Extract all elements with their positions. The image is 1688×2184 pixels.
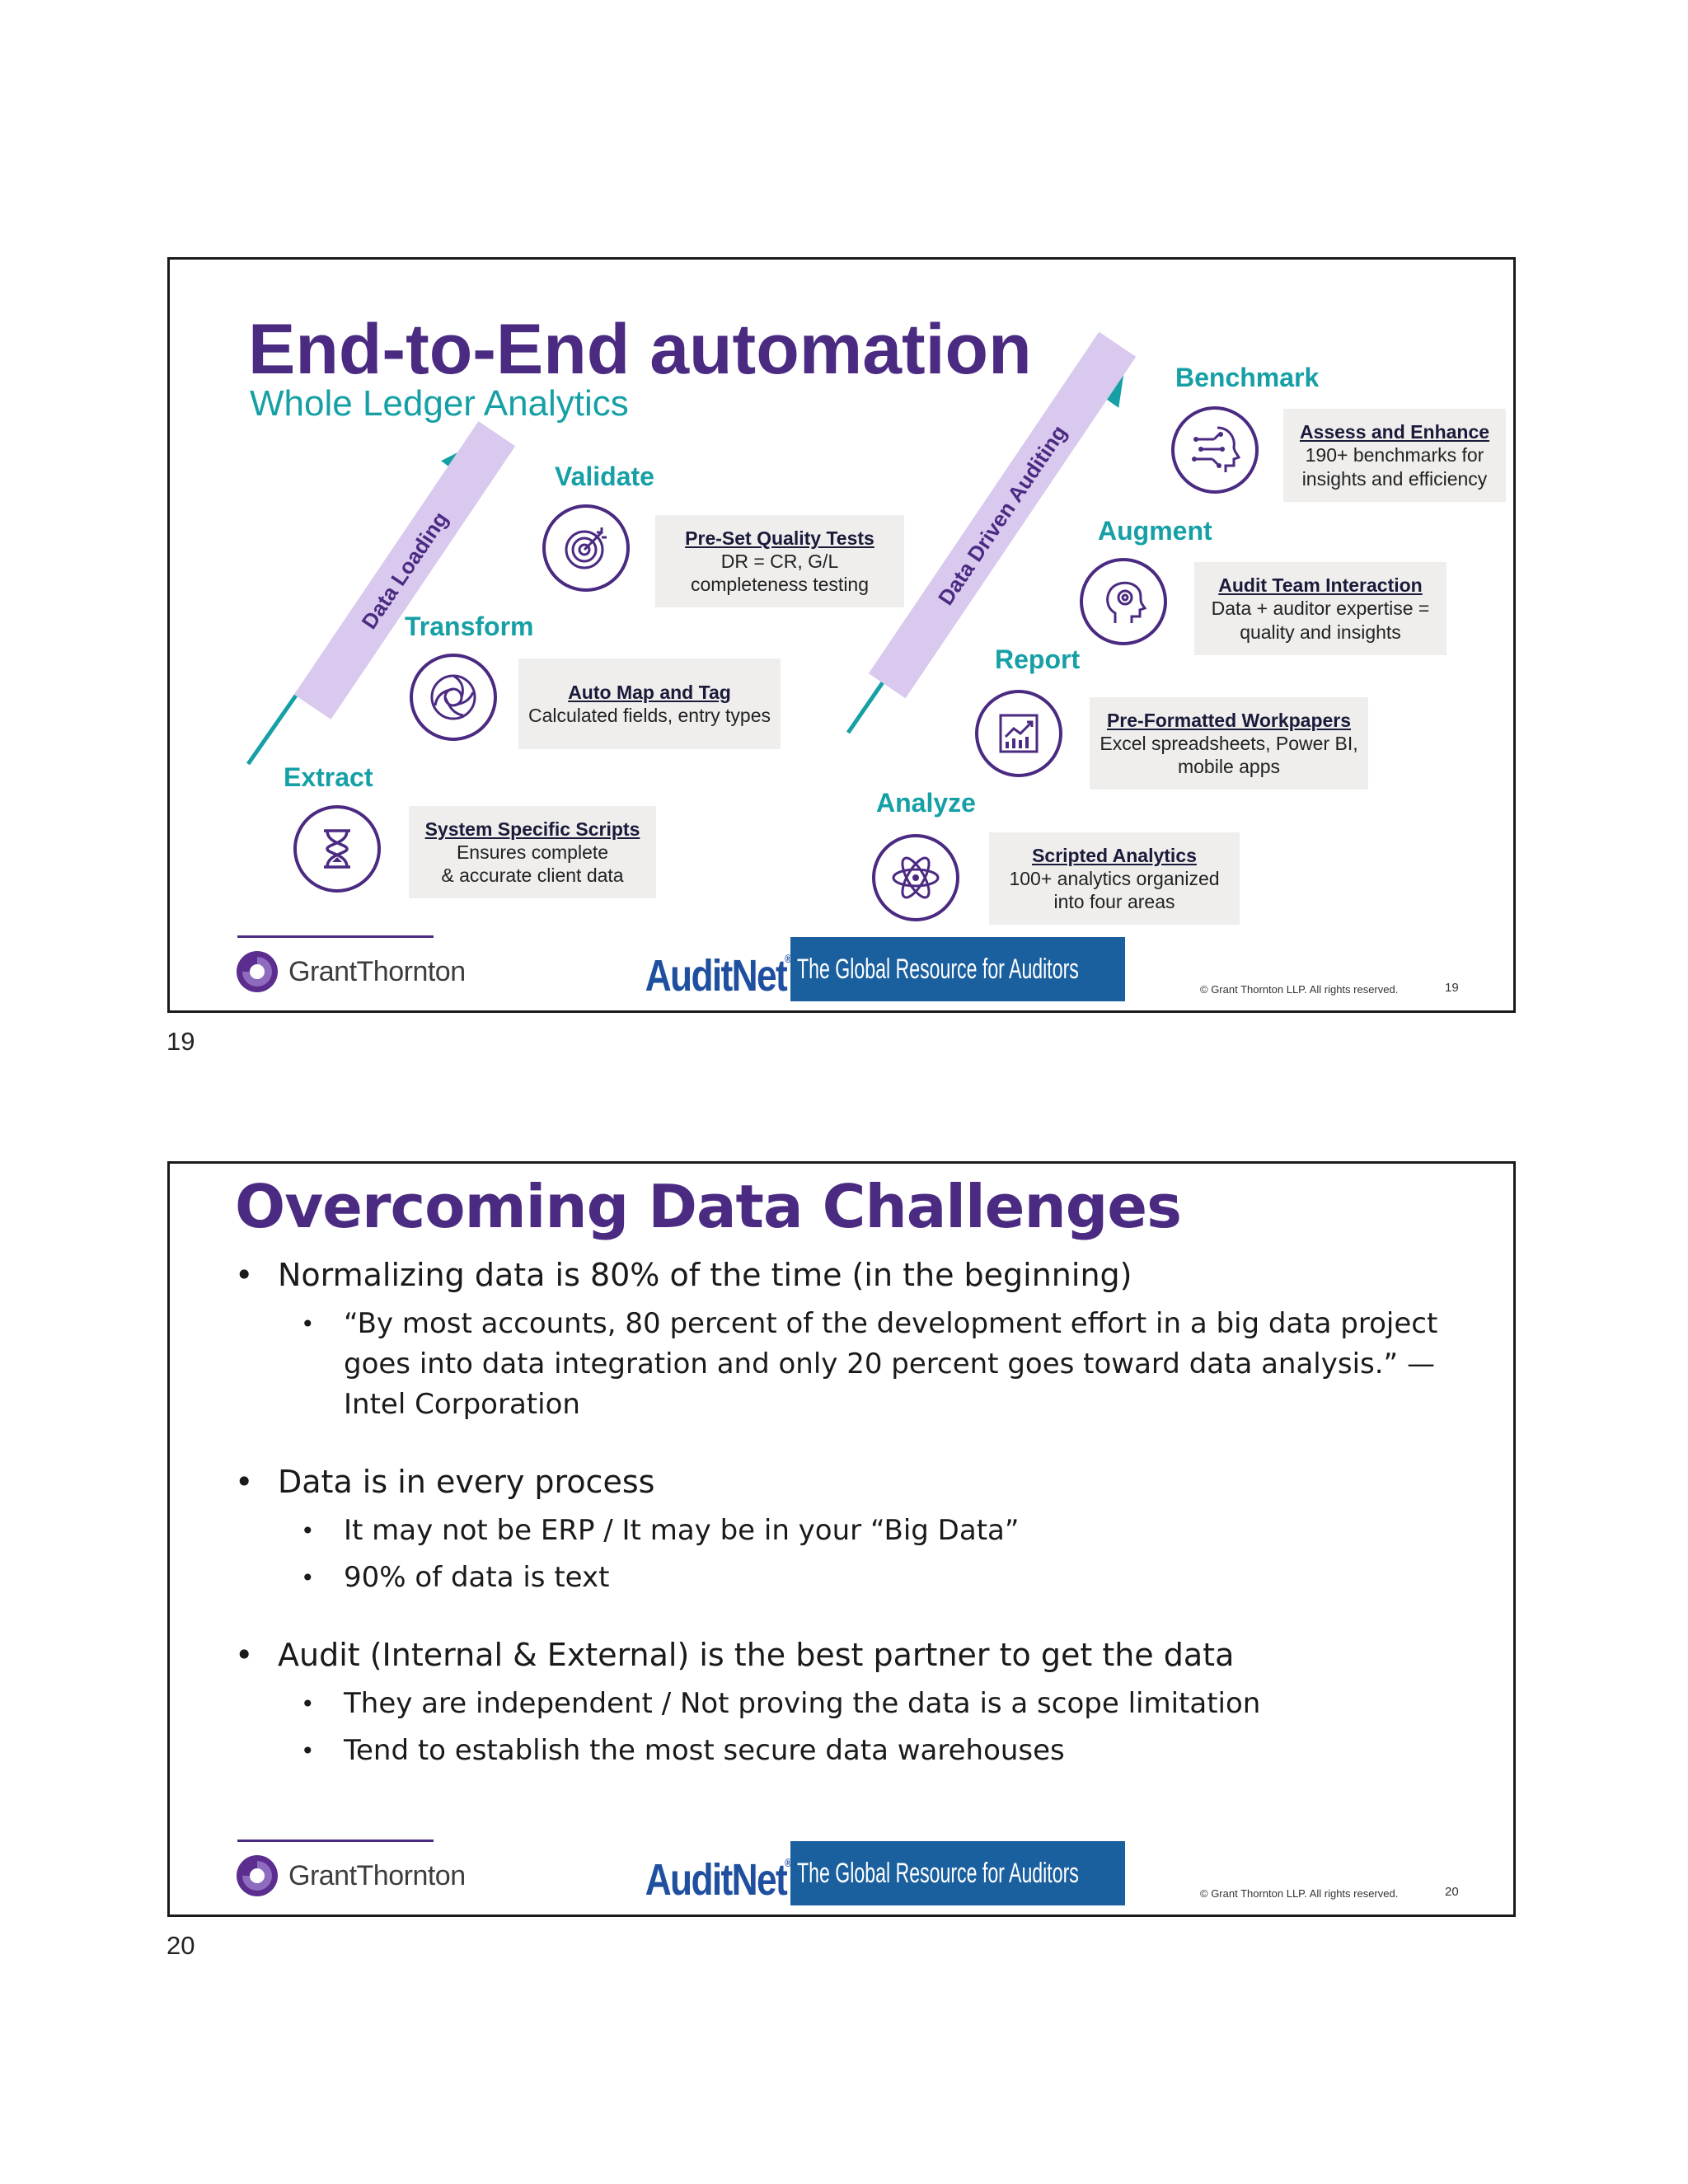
arrow-left-lower xyxy=(246,691,300,766)
head-gear-icon xyxy=(1080,558,1167,645)
stage-label-extract: Extract xyxy=(284,762,373,792)
box-line: Excel spreadsheets, Power BI, xyxy=(1100,732,1358,754)
box-line: quality and insights xyxy=(1240,621,1401,643)
auditnet-logo: AuditNet® The Global Resource for Audito… xyxy=(613,1841,1125,1905)
slide-number: 20 xyxy=(1445,1885,1459,1899)
info-box-benchmark: Assess and Enhance 190+ benchmarks for i… xyxy=(1283,409,1506,502)
auditnet-tagline: The Global Resource for Auditors xyxy=(790,1841,1125,1905)
stage-label-report: Report xyxy=(995,644,1081,674)
bullet-sub: Tend to establish the most secure data w… xyxy=(235,1731,1471,1771)
info-box-validate: Pre-Set Quality Tests DR = CR, G/L compl… xyxy=(655,515,904,607)
auditnet-wordmark: AuditNet® xyxy=(645,937,792,1001)
stage-label-transform: Transform xyxy=(405,612,534,641)
box-line: insights and efficiency xyxy=(1301,467,1488,490)
box-line: Data + auditor expertise = xyxy=(1211,598,1430,620)
auditnet-logo: AuditNet® The Global Resource for Audito… xyxy=(613,937,1125,1001)
box-line: mobile apps xyxy=(1177,756,1281,778)
info-box-extract: System Specific Scripts Ensures complete… xyxy=(409,806,656,898)
slide-19: End-to-End automation Whole Ledger Analy… xyxy=(167,257,1516,1013)
box-line: 190+ benchmarks for xyxy=(1305,444,1484,466)
stage-label-augment: Augment xyxy=(1098,516,1212,546)
bullet-list: Normalizing data is 80% of the time (in … xyxy=(235,1254,1471,1771)
bullet-sub: “By most accounts, 80 percent of the dev… xyxy=(235,1304,1471,1425)
hourglass-icon xyxy=(293,805,381,893)
target-icon xyxy=(542,504,630,592)
footer-rule xyxy=(237,1840,434,1842)
slide-20: Overcoming Data Challenges Normalizing d… xyxy=(167,1161,1516,1917)
info-box-transform: Auto Map and Tag Calculated fields, entr… xyxy=(518,658,781,749)
bullet-main: Audit (Internal & External) is the best … xyxy=(235,1634,1471,1675)
bullet-sub: They are independent / Not proving the d… xyxy=(235,1684,1471,1724)
box-line: Calculated fields, entry types xyxy=(528,705,771,726)
auditnet-tagline-text: The Global Resource for Auditors xyxy=(796,953,1079,985)
grant-thornton-logo-text: GrantThornton xyxy=(288,955,466,987)
stage-label-validate: Validate xyxy=(555,462,654,491)
auditnet-registered-mark: ® xyxy=(785,1856,792,1869)
box-title: Assess and Enhance xyxy=(1299,421,1490,443)
bullet-main: Data is in every process xyxy=(235,1461,1471,1502)
grant-thornton-logo: GrantThornton xyxy=(236,1854,466,1897)
box-title: Pre-Set Quality Tests xyxy=(685,527,874,549)
chart-icon xyxy=(975,690,1062,777)
auditnet-word: AuditNet xyxy=(645,1855,788,1905)
copyright: © Grant Thornton LLP. All rights reserve… xyxy=(1200,983,1399,996)
box-title: Audit Team Interaction xyxy=(1218,574,1423,597)
stage-label-benchmark: Benchmark xyxy=(1175,363,1320,392)
box-line: into four areas xyxy=(1053,891,1175,913)
auditnet-tagline-text: The Global Resource for Auditors xyxy=(796,1857,1079,1889)
slide-number: 19 xyxy=(1445,981,1459,995)
grant-thornton-mark-icon xyxy=(237,1855,278,1896)
info-box-augment: Audit Team Interaction Data + auditor ex… xyxy=(1194,562,1447,655)
slide-title: Overcoming Data Challenges xyxy=(235,1172,1182,1241)
auditnet-wordmark: AuditNet® xyxy=(645,1841,792,1905)
page-number: 20 xyxy=(166,1931,195,1960)
copyright: © Grant Thornton LLP. All rights reserve… xyxy=(1200,1887,1399,1900)
auditnet-tagline: The Global Resource for Auditors xyxy=(790,937,1125,1001)
bullet-main: Normalizing data is 80% of the time (in … xyxy=(235,1254,1471,1296)
box-title: System Specific Scripts xyxy=(424,818,640,840)
footer-rule xyxy=(237,935,434,938)
stage-label-analyze: Analyze xyxy=(876,788,976,818)
bullet-sub: It may not be ERP / It may be in your “B… xyxy=(235,1511,1471,1551)
box-line: completeness testing xyxy=(690,574,870,596)
box-line: DR = CR, G/L xyxy=(720,550,839,572)
head-circuit-icon xyxy=(1171,406,1259,494)
info-box-report: Pre-Formatted Workpapers Excel spreadshe… xyxy=(1090,697,1368,790)
aperture-icon xyxy=(410,654,497,741)
box-line: Ensures complete xyxy=(456,841,609,863)
box-line: & accurate client data xyxy=(441,865,624,887)
box-title: Scripted Analytics xyxy=(1032,844,1197,866)
bullet-sub: 90% of data is text xyxy=(235,1558,1471,1598)
box-title: Auto Map and Tag xyxy=(568,681,731,703)
slide-title: End-to-End automation xyxy=(248,310,1032,389)
auditnet-registered-mark: ® xyxy=(785,952,792,965)
grant-thornton-logo-text: GrantThornton xyxy=(288,1859,466,1891)
info-box-analyze: Scripted Analytics 100+ analytics organi… xyxy=(989,832,1240,925)
box-title: Pre-Formatted Workpapers xyxy=(1106,709,1352,731)
atom-icon xyxy=(872,834,959,921)
grant-thornton-logo: GrantThornton xyxy=(236,950,466,993)
box-line: 100+ analytics organized xyxy=(1009,867,1220,889)
page-number: 19 xyxy=(166,1027,195,1056)
grant-thornton-mark-icon xyxy=(237,951,278,992)
auditnet-word: AuditNet xyxy=(645,951,788,1001)
slide-subtitle: Whole Ledger Analytics xyxy=(250,383,629,424)
